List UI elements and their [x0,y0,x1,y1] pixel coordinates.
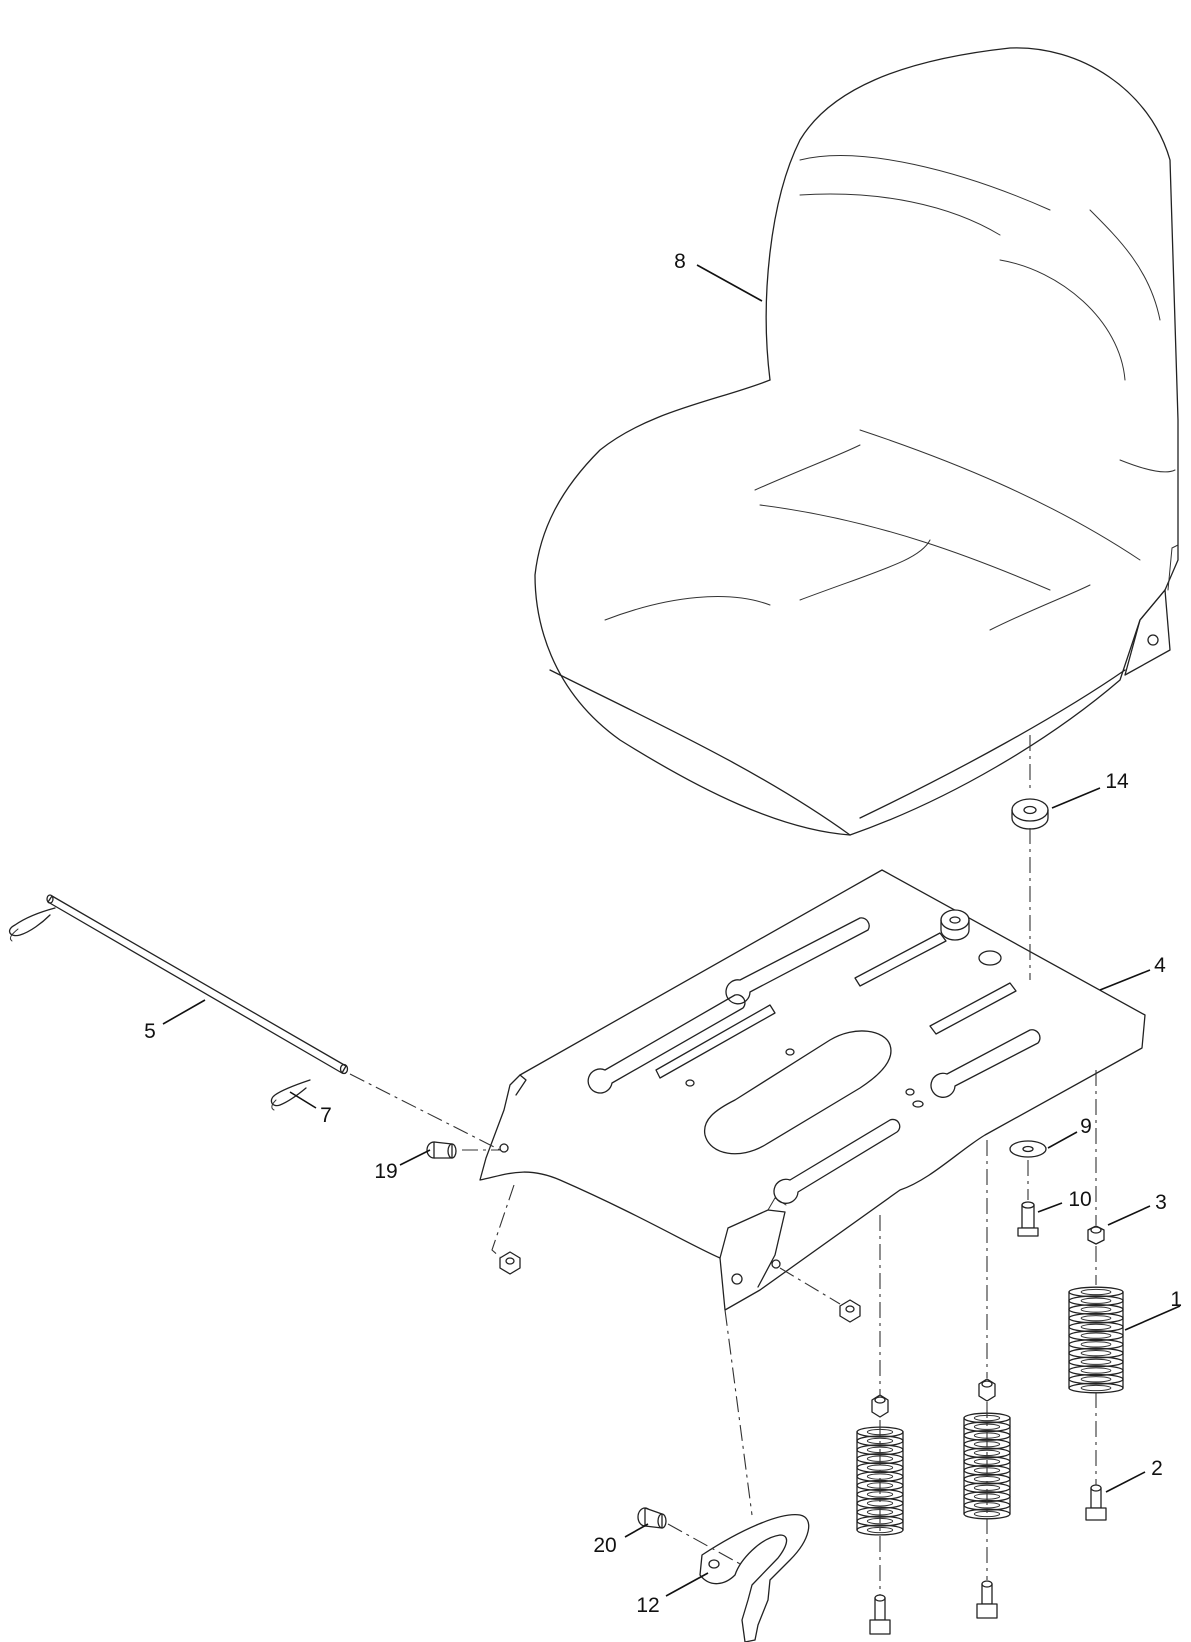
bolt-part-20 [637,1507,667,1529]
spring-coil-inner [1080,1358,1112,1365]
callout-5: 5 [144,1020,156,1043]
spring-coil-inner [1080,1288,1112,1296]
spring-coil-inner [973,1449,1001,1457]
hairpin-clip-top [8,907,56,942]
bolt-spring-left [869,1594,891,1635]
hairpin-clip-part-7 [270,1079,311,1111]
nut-spring-middle [978,1378,996,1402]
nut-left [499,1251,521,1275]
callout-20: 20 [593,1534,616,1557]
nut-spring-left [871,1394,889,1418]
callout-3: 3 [1155,1191,1167,1214]
spring-part-1 [1068,1286,1124,1394]
callout-4: 4 [1154,954,1166,977]
spring-coil-inner [866,1526,894,1534]
spring-coil-inner [1080,1349,1112,1357]
spring-coil-inner [1080,1297,1112,1304]
spring-coil-inner [1080,1315,1112,1322]
callout-19: 19 [374,1160,397,1183]
callout-1: 1 [1170,1288,1182,1311]
callout-leaders [162,264,1181,1597]
callout-2: 2 [1151,1457,1163,1480]
washer-part-14 [1011,798,1049,830]
assembly-centerlines [349,735,1097,1595]
seat-part-8 [534,47,1179,836]
washer-part-9 [1009,1140,1047,1158]
spring-coil-inner [1080,1376,1112,1383]
latch-bracket-part-12 [699,1514,810,1642]
pivot-rod-part-5 [46,894,349,1075]
bolt-part-2 [1085,1484,1107,1521]
spring-coil-inner [1080,1384,1112,1392]
seat-plate-part-4 [479,869,1146,1311]
nut-front [839,1299,861,1323]
callout-10: 10 [1068,1188,1091,1211]
spring-coil-inner [1080,1341,1112,1348]
callout-12: 12 [636,1594,659,1617]
bolt-part-19 [426,1141,457,1159]
spring-coil-inner [1080,1306,1112,1313]
callout-labels: 8 14 4 5 7 19 9 10 3 1 2 20 12 [144,250,1182,1617]
bolt-part-10 [1017,1201,1039,1237]
callout-9: 9 [1080,1115,1092,1138]
nut-part-3 [1087,1225,1105,1245]
spring-coil-inner [1080,1367,1112,1374]
bolt-spring-middle [976,1580,998,1619]
callout-7: 7 [320,1104,332,1127]
callout-8: 8 [674,250,686,273]
callout-14: 14 [1105,770,1129,793]
spring-coil-inner [866,1464,894,1471]
spring-coil-inner [973,1475,1001,1483]
spring-coil-inner [1080,1323,1112,1331]
spring-coil-inner [1080,1332,1112,1339]
